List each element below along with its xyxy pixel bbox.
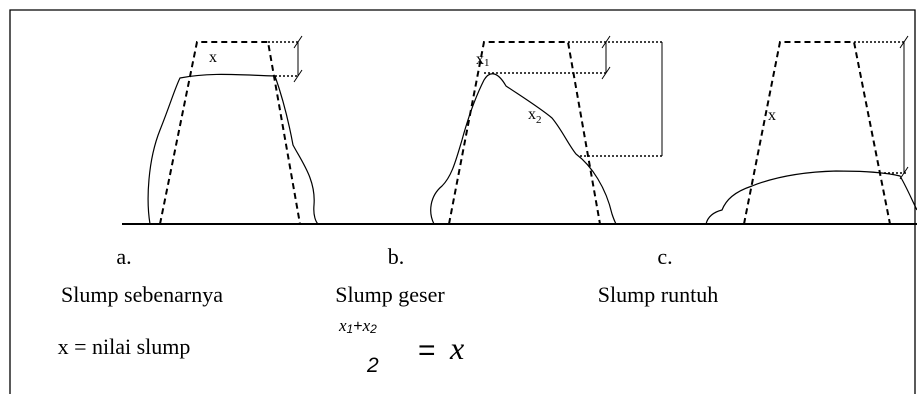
- panel-b-x1-marker: x1: [476, 51, 490, 69]
- panel-a-true-slump: x: [147, 35, 319, 225]
- panel-b-x2-subscript: 2: [536, 114, 542, 126]
- panel-b-x1-tick-bottom: [601, 66, 611, 80]
- panel-b-cone-outline: [448, 41, 601, 225]
- panel-a-cone-outline: [159, 41, 301, 225]
- panel-c-title: Slump runtuh: [598, 282, 718, 307]
- panel-c-tick-top: [899, 35, 909, 49]
- panel-b-x1-tick-top: [601, 35, 611, 49]
- panel-c-letter: c.: [657, 244, 672, 269]
- panel-a-letter: a.: [116, 244, 131, 269]
- panel-c-tick-bottom: [899, 166, 909, 180]
- panel-b-x2-marker: x2: [528, 106, 542, 126]
- formula-equals: =: [418, 334, 436, 367]
- formula-result: x: [449, 330, 464, 366]
- panel-a-title: Slump sebenarnya: [61, 282, 223, 307]
- panel-a-note: x = nilai slump: [58, 334, 191, 359]
- panel-a-x-marker: x: [209, 49, 217, 66]
- panel-a-tick-bottom: [293, 69, 303, 83]
- panel-b-x1-subscript: 1: [484, 57, 490, 69]
- formula-numerator: x1+x2: [338, 316, 377, 336]
- panel-b-slumped-concrete: [430, 73, 617, 225]
- panel-a-slumped-concrete: [147, 73, 319, 225]
- panel-c-collapse-slump: x: [705, 35, 917, 225]
- panel-b-shear-slump: x1 x2: [430, 35, 664, 225]
- panel-c-slumped-concrete: [705, 170, 917, 225]
- panel-c-cone-outline: [743, 41, 891, 225]
- panel-a-tick-top: [293, 35, 303, 49]
- figure-frame: [9, 9, 916, 394]
- panel-b-letter: b.: [388, 244, 405, 269]
- panel-b-title: Slump geser: [335, 282, 445, 307]
- panel-c-x-marker: x: [768, 107, 776, 124]
- formula-denominator: 2: [366, 354, 379, 377]
- panel-b-formula: x1+x2 2 = x: [338, 316, 464, 377]
